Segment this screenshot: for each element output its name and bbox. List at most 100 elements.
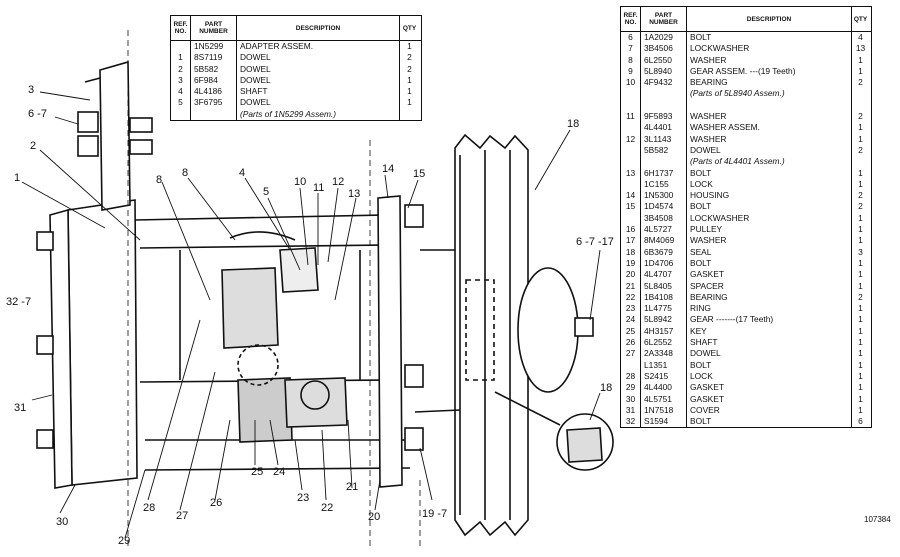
ref-cell: 1 — [171, 52, 191, 64]
description-cell: SPACER — [687, 280, 852, 292]
qty-cell: 1 — [858, 122, 863, 133]
qty-cell: 1 — [858, 348, 863, 359]
callout-8-left: 8 — [156, 174, 163, 186]
ref-cell — [621, 122, 641, 134]
callout-18-detail: 18 — [600, 382, 613, 394]
qty-cell: 1 — [858, 269, 863, 280]
ref-cell: 8 — [621, 54, 641, 66]
part-number-cell: 6L2550 — [641, 54, 687, 66]
ref-cell: 13 — [621, 167, 641, 179]
description-cell: BOLT — [687, 201, 852, 213]
callout-5: 5 — [263, 186, 270, 198]
part-number-cell: 5L8940 — [641, 65, 687, 78]
part-number-cell: 3B4508 — [641, 212, 687, 225]
col-qty: QTY — [402, 24, 417, 32]
description-cell: GASKET — [687, 393, 852, 405]
ref-cell — [621, 212, 641, 225]
callout-23: 23 — [297, 492, 310, 504]
description-cell: HOUSING — [687, 190, 852, 202]
description-cell: PULLEY — [687, 224, 852, 236]
description-cell: GASKET — [687, 269, 852, 281]
part-number-cell: 3B4506 — [641, 43, 687, 55]
ref-cell: 24 — [621, 314, 641, 326]
qty-cell: 1 — [858, 382, 863, 393]
description-cell: BOLT — [687, 32, 852, 44]
description-cell: WASHER — [687, 235, 852, 247]
qty-cell: 2 — [407, 63, 412, 74]
part-number-cell: 5L8405 — [641, 280, 687, 292]
ref-cell — [171, 108, 191, 121]
part-number-cell: 6F984 — [191, 74, 237, 87]
part-number-cell: L1351 — [641, 359, 687, 371]
ref-cell: 29 — [621, 382, 641, 394]
qty-cell: 1 — [858, 65, 863, 76]
part-number-cell — [191, 108, 237, 121]
qty-cell: 1 — [858, 393, 863, 404]
ref-cell — [621, 88, 641, 100]
description-cell: SHAFT — [237, 86, 400, 98]
ref-cell: 7 — [621, 43, 641, 55]
qty-cell: 1 — [858, 224, 863, 235]
ref-cell: 6 — [621, 32, 641, 44]
ref-cell: 4 — [171, 86, 191, 98]
ref-cell: 30 — [621, 393, 641, 405]
description-cell: WASHER — [687, 111, 852, 123]
part-number-cell: 1N5300 — [641, 190, 687, 202]
callout-15: 15 — [413, 168, 426, 180]
part-number-cell: 1L4775 — [641, 303, 687, 315]
ref-cell: 3 — [171, 74, 191, 87]
description-cell: GEAR ASSEM. ---(19 Teeth) — [687, 65, 852, 78]
description-cell: BEARING — [687, 77, 852, 89]
part-number-cell: 5B582 — [191, 63, 237, 75]
ref-cell: 31 — [621, 404, 641, 417]
qty-cell — [852, 88, 869, 99]
col-qty: QTY — [853, 15, 868, 23]
description-cell: SEAL — [687, 246, 852, 258]
qty-cell: 13 — [855, 43, 866, 54]
qty-cell: 2 — [407, 52, 412, 63]
qty-cell: 1 — [858, 212, 863, 223]
callout-1: 1 — [14, 172, 21, 184]
qty-cell: 1 — [858, 235, 863, 246]
description-cell: GASKET — [687, 382, 852, 394]
ref-cell: 18 — [621, 246, 641, 258]
description-cell: DOWEL — [237, 52, 400, 64]
qty-cell: 2 — [858, 291, 863, 302]
part-number-cell — [641, 156, 687, 168]
part-number-cell: 5B582 — [641, 144, 687, 157]
callout-25: 25 — [251, 466, 264, 478]
description-cell: DOWEL — [237, 97, 400, 109]
part-number-cell: 2A3348 — [641, 348, 687, 360]
description-cell: (Parts of 1N5299 Assem.) — [237, 108, 400, 121]
qty-cell — [400, 109, 419, 120]
part-number-cell: 9F5893 — [641, 111, 687, 123]
part-number-cell: 1D4706 — [641, 257, 687, 270]
qty-cell: 1 — [858, 303, 863, 314]
qty-cell: 1 — [858, 280, 863, 291]
description-cell: DOWEL — [687, 144, 852, 157]
qty-cell: 2 — [858, 111, 863, 122]
callout-4: 4 — [239, 167, 246, 179]
qty-cell: 1 — [858, 337, 863, 348]
